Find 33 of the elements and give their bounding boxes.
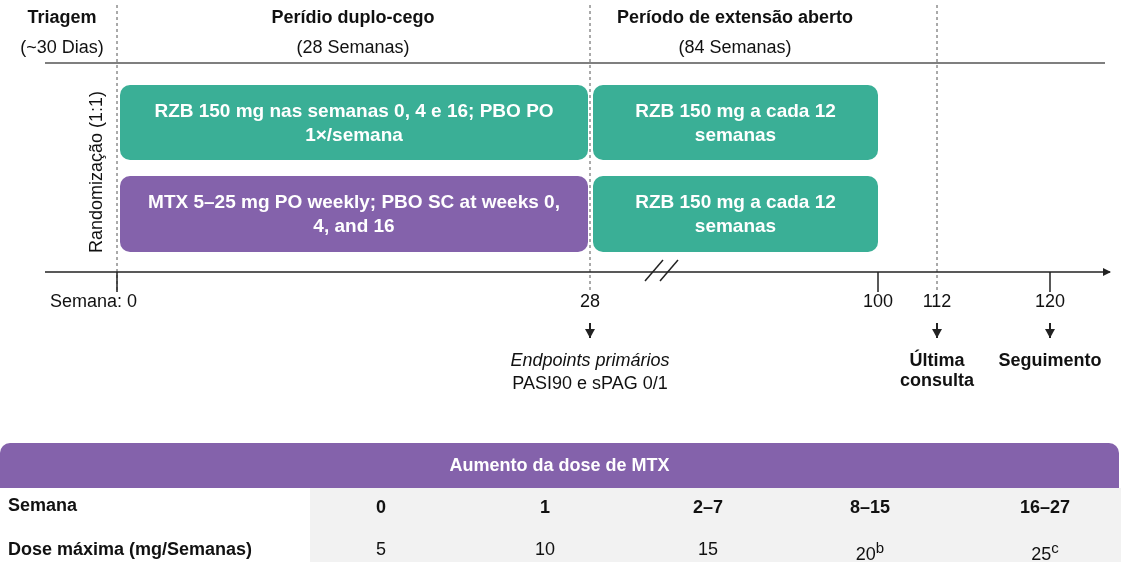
visit-label: Última consulta [899,351,975,391]
table-value: 15 [698,540,718,560]
column-heading: 16–27 [1019,498,1071,518]
column-heading: 8–15 [850,498,890,518]
table-value: 25$^{c}$ [1031,540,1059,562]
table-value: 5 [376,540,386,560]
visit-label: Seguimento [998,351,1102,371]
treatment-arm-box: MTX 5–25 mg PO weekly; PBO SC at weeks 0, 4, and 16 [120,176,588,252]
period-duration: (28 Semanas) [296,38,410,58]
period-heading: Período de extensão aberto [616,8,854,28]
endpoint-label: PASI90 e sPAG 0/1 [512,374,668,394]
period-duration: (~30 Dias) [20,38,104,58]
endpoint-label: Endpoints primários [510,351,670,371]
table-value: 20$^{b}$ [855,540,885,562]
treatment-arm-box: RZB 150 mg a cada 12 semanas [593,85,878,160]
row-heading: Semana [8,496,78,516]
column-heading: 1 [540,498,550,518]
tick-label: 28 [580,292,600,312]
period-heading: Triagem [27,8,97,28]
column-heading: 0 [376,498,386,518]
axis-label: Semana: 0 [50,292,138,312]
treatment-arm-box: RZB 150 mg nas semanas 0, 4 e 16; PBO PO 1×/semana [120,85,588,160]
period-duration: (84 Semanas) [678,38,792,58]
period-heading: Perídio duplo-cego [271,8,435,28]
randomization-label: Randomização (1:1) [87,90,107,254]
column-heading: 2–7 [693,498,723,518]
row-heading: Dose máxima (mg/Semanas) [8,540,253,560]
tick-label: 100 [863,292,893,312]
table-value: 10 [535,540,555,560]
tick-label: 120 [1035,292,1065,312]
treatment-arm-box: RZB 150 mg a cada 12 semanas [593,176,878,252]
table-header-band: Aumento da dose de MTX [0,443,1119,488]
tick-label: 112 [922,292,952,312]
